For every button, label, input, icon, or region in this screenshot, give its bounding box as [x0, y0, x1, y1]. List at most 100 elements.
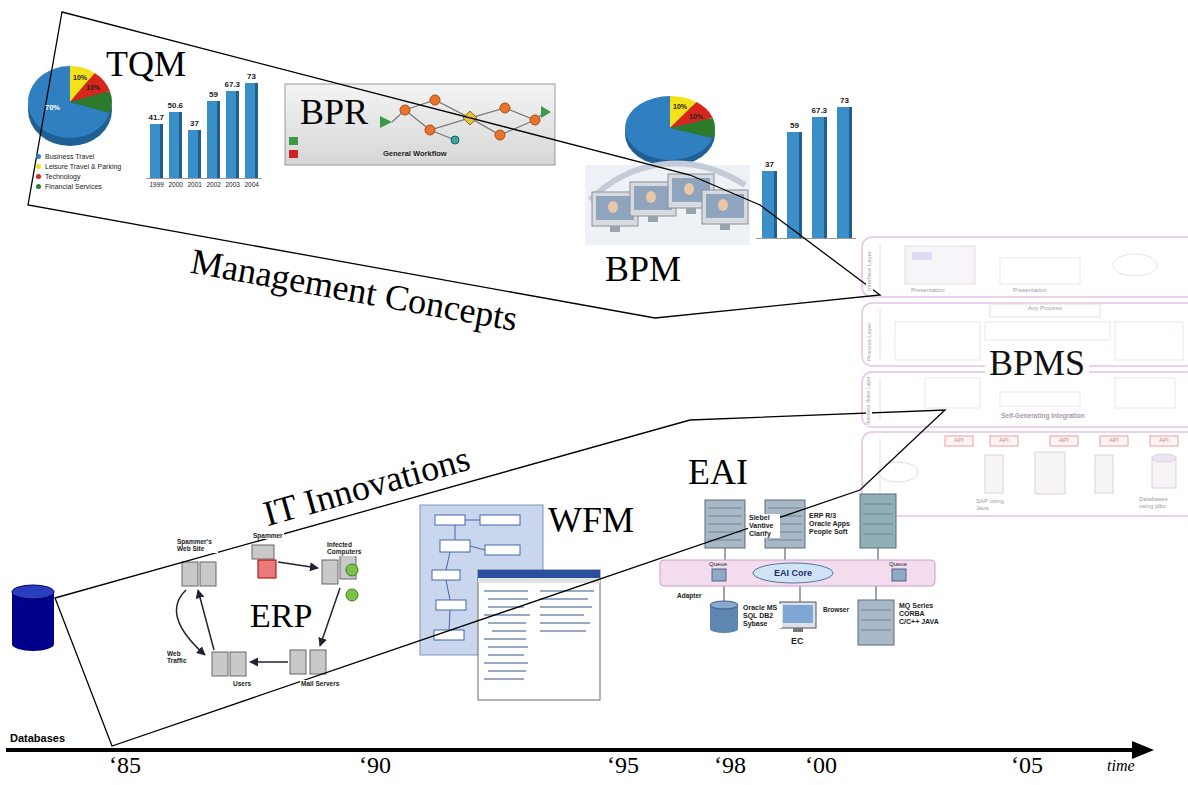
time-tick: ‘90: [358, 752, 392, 780]
network-label: Mail Servers: [300, 680, 342, 687]
workflow-panel: [285, 84, 555, 165]
pie-chart-part: [70, 91, 112, 113]
bar-chart-part: [762, 107, 852, 238]
system-label: MQ Series CORBA C/C++ JAVA: [898, 602, 942, 626]
workflow-panel-part-part: [430, 95, 440, 105]
eai-picture-part-part: [863, 524, 893, 525]
workflow-screens-part-part: [470, 546, 485, 550]
layer-stack-part: [985, 452, 1176, 494]
bar-chart-part-part: [245, 83, 258, 178]
eai-picture-part: [753, 563, 833, 583]
erp-picture-part-part: [310, 650, 326, 674]
workflow-screens-part-part: [488, 670, 526, 672]
layer-stack-part: [912, 252, 932, 260]
node-title: TQM: [106, 44, 186, 85]
eai-picture-part-part: [860, 494, 896, 548]
bar-value: 50.6: [167, 101, 185, 110]
workflow-panel-part: [451, 136, 459, 144]
workflow-panel-part-part: [425, 125, 435, 135]
axis-year: 1999: [149, 181, 165, 188]
workflow-panel-part: [289, 137, 298, 145]
bar-chart-part-part: [824, 117, 827, 238]
people-picture-part-part: [686, 208, 696, 214]
database-cylinder: Databases: [10, 583, 72, 748]
erp-picture-part: [346, 564, 358, 576]
eai-picture-part-part: [892, 569, 906, 581]
axis-title: time: [1106, 757, 1136, 775]
workflow-screens-part-part: [484, 662, 528, 664]
workflow-screens-part-part: [488, 654, 524, 656]
workflow-screens-part-part: [440, 540, 470, 552]
workflow-screens-part-part: [540, 630, 586, 632]
erp-picture-part-part: [212, 652, 228, 676]
bar-chart-part-part: [799, 132, 802, 238]
erp-picture-part-part: [230, 652, 246, 676]
layer-stack-part: [1115, 322, 1183, 360]
bar-chart-part-part: [207, 101, 220, 178]
concept-item: BPR: [298, 90, 370, 135]
people-picture-part-part: [706, 194, 744, 218]
bar-chart: [756, 107, 856, 239]
pie-chart-part: [670, 118, 715, 138]
legend-text: Financial Services: [45, 183, 102, 190]
database-picture-part: [12, 592, 54, 644]
node-title: EAI: [688, 452, 748, 493]
bar-chart-part-part: [774, 171, 777, 238]
layer-stack-part: [1152, 454, 1176, 462]
erp-picture-part-part: [182, 562, 198, 586]
legend-item: Financial Services: [36, 180, 102, 191]
workflow-panel-part-part: [400, 105, 410, 115]
workflow-screens-part-part: [484, 638, 526, 640]
workflow-panel-part-part: [500, 103, 510, 113]
time-tick: ‘00: [804, 752, 838, 780]
people-picture-part-part: [608, 201, 618, 213]
time-tick: ‘95: [606, 752, 640, 780]
bar-value: 41.7: [148, 113, 166, 122]
workflow-screens-part-part: [446, 580, 450, 600]
workflow-screens-part-part: [434, 630, 464, 640]
database-picture: [12, 585, 54, 651]
api-tag: API: [1108, 437, 1120, 444]
node-title: BPMS: [985, 343, 1089, 384]
database-caption: Databases: [10, 732, 65, 745]
workflow-screens-part-part: [488, 598, 528, 600]
erp-picture-part-part: [290, 650, 306, 674]
api-tag: API: [1058, 437, 1070, 444]
layer-stack-part: [1000, 392, 1080, 406]
bar-value: 59: [208, 90, 219, 99]
queue-label: Queue: [708, 561, 728, 568]
bar-chart-part: [150, 83, 258, 178]
component-label: Any Process: [1027, 305, 1063, 312]
layer-stack-part: [1000, 258, 1080, 284]
layer-stack-part: [895, 322, 980, 360]
pie-percent: 10%: [72, 74, 88, 82]
eai-picture-part-part: [861, 620, 891, 621]
concept-item: TQM: [104, 42, 188, 87]
network-label: Infected Computers: [326, 541, 368, 556]
pie-percent: 70%: [44, 104, 61, 113]
workflow-panel-part: [541, 106, 551, 118]
bar-chart-part-part: [787, 132, 802, 238]
workflow-screens-part-part: [540, 622, 590, 624]
layer-stack-part-part: [862, 432, 1188, 516]
innovation-item: WFM: [546, 498, 636, 543]
workflow-caption: General Workflow: [382, 150, 448, 159]
bar-chart-part-part: [837, 107, 852, 238]
api-tag: API: [953, 437, 965, 444]
legend-swatch: [36, 164, 41, 169]
pie-percent: 10%: [672, 103, 688, 111]
layer-stack-part-part: [862, 237, 1188, 297]
client-label: EC: [790, 636, 805, 646]
bar-chart-part-part: [217, 101, 220, 178]
people-picture-part-part: [702, 190, 748, 224]
bar-chart-part-part: [226, 91, 239, 178]
band-outline-shape: [28, 12, 880, 318]
workflow-panel-part-part: [530, 115, 540, 125]
layer-name: Process Layer: [866, 322, 873, 362]
people-picture-part: [592, 174, 748, 232]
concept-item: BPM: [603, 247, 683, 292]
eai-picture-part-part: [768, 540, 802, 541]
node-title: ERP: [250, 596, 312, 635]
system-label: Oracle MS SQL DB2 Sybase: [742, 604, 782, 628]
